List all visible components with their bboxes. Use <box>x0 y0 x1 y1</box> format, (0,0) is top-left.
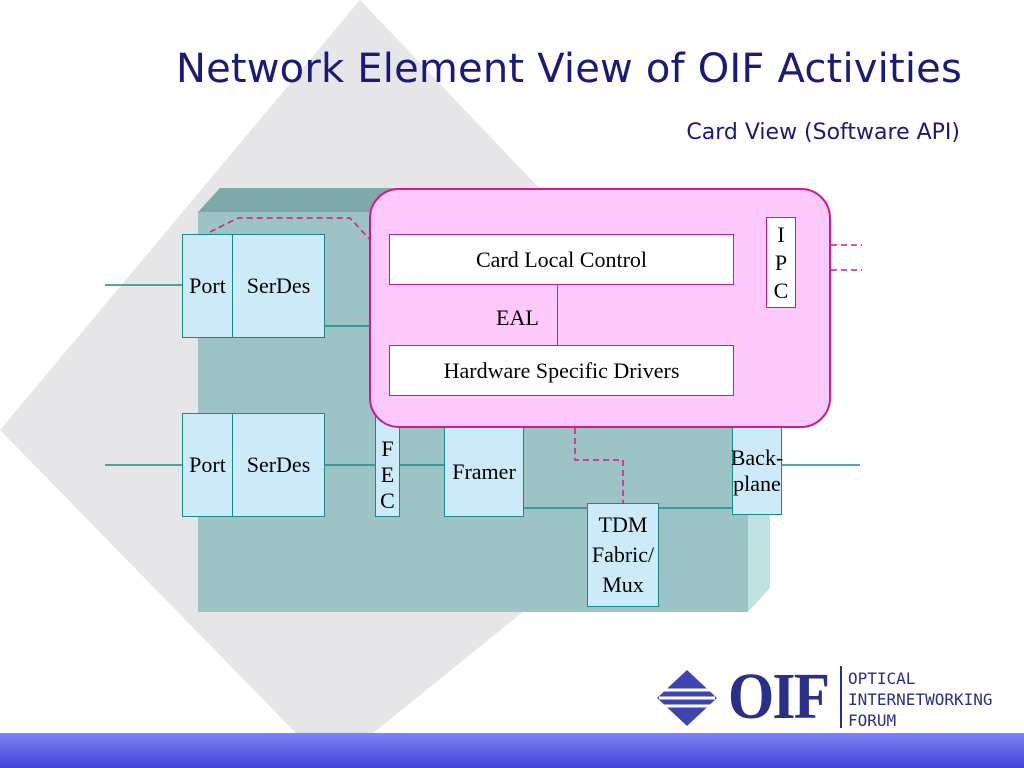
logo-line-1: OPTICAL <box>848 669 916 688</box>
serdes-label-1: SerDes <box>246 273 311 298</box>
port-box-1: Port <box>182 234 233 338</box>
slide-title: Network Element View of OIF Activities <box>175 46 962 92</box>
hardware-drivers-box: Hardware Specific Drivers <box>389 345 734 396</box>
port-label-1: Port <box>189 273 226 298</box>
port-label-2: Port <box>189 452 226 477</box>
fec-label-e: E <box>380 462 395 487</box>
fec-label-c: C <box>380 488 395 513</box>
eal-label: EAL <box>496 305 539 330</box>
framer-box: Framer <box>444 426 524 517</box>
ipc-label-p: P <box>774 249 788 275</box>
ipc-label-c: C <box>773 277 789 303</box>
fec-box: F E C <box>375 416 400 517</box>
serdes-box-2: SerDes <box>232 413 325 517</box>
tdm-label-3: Mux <box>602 572 644 597</box>
logo-line-2: INTERNETWORKING <box>848 690 993 709</box>
backplane-label-1: Back- <box>730 444 784 470</box>
tdm-label-1: TDM <box>598 512 648 537</box>
hardware-drivers-label: Hardware Specific Drivers <box>443 357 680 383</box>
backplane-box: Back- plane <box>730 426 784 515</box>
slide-subtitle: Card View (Software API) <box>686 120 960 145</box>
serdes-label-2: SerDes <box>246 452 311 477</box>
ipc-label-i: I <box>777 221 785 247</box>
framer-label: Framer <box>452 458 516 484</box>
serdes-box-1: SerDes <box>232 234 325 338</box>
oif-diamond-logo-icon <box>657 670 717 726</box>
card-local-control-box: Card Local Control <box>389 234 734 285</box>
tdm-label-2: Fabric/ <box>591 542 655 567</box>
backplane-label-2: plane <box>733 470 781 496</box>
ipc-box: I P C <box>766 217 796 308</box>
logo-divider <box>840 666 842 728</box>
logo-line-3: FORUM <box>848 711 897 730</box>
card-local-control-label: Card Local Control <box>475 246 648 272</box>
footer-bar <box>0 733 1024 768</box>
eal-connector <box>557 285 558 345</box>
port-box-2: Port <box>182 413 233 517</box>
tdm-fabric-box: TDM Fabric/ Mux <box>587 503 659 607</box>
oif-logo-mark: OIF <box>728 660 830 733</box>
fec-label-f: F <box>381 436 394 461</box>
